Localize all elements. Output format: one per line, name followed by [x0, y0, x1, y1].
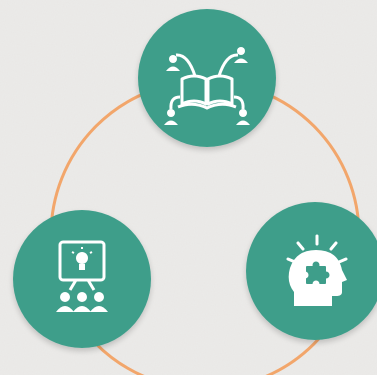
head-puzzle-idea-icon: [246, 202, 377, 340]
node-left: [13, 210, 151, 348]
presentation-audience-icon: [13, 210, 151, 348]
node-right: [246, 202, 377, 340]
open-book-network-icon: [138, 9, 276, 147]
node-top: [138, 9, 276, 147]
